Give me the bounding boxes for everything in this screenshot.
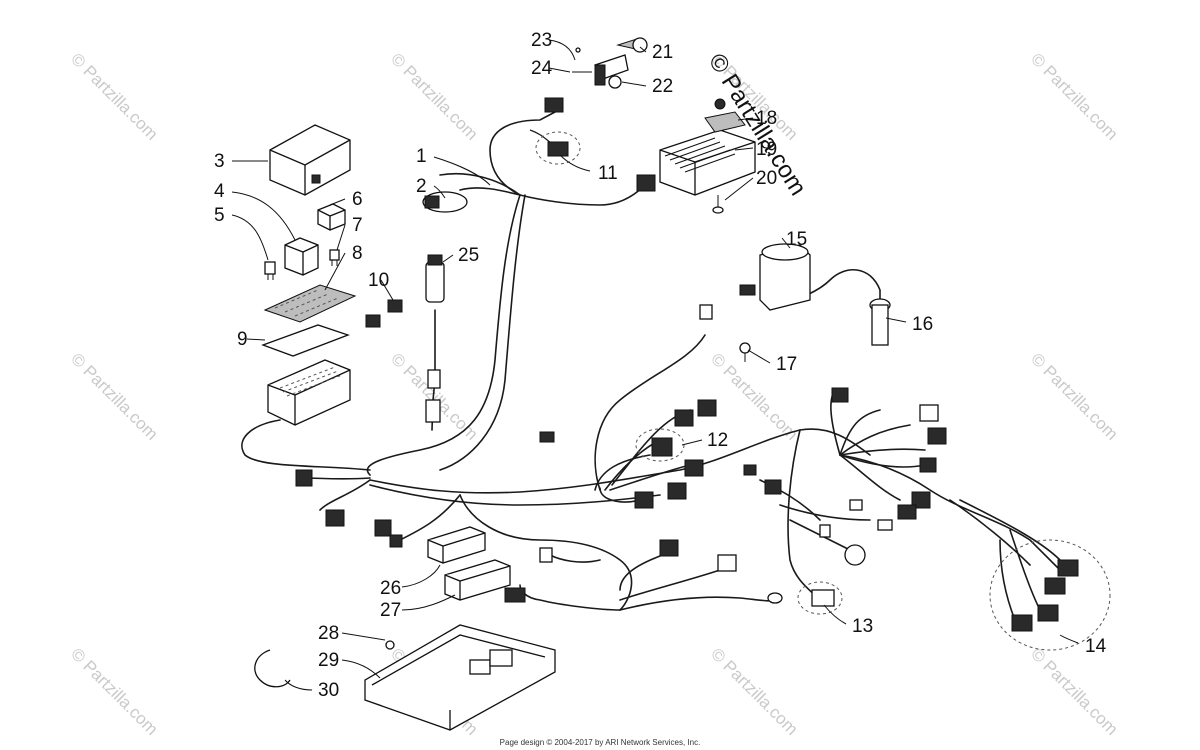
- main-harness: [241, 111, 1061, 621]
- mounting-tray: [364, 624, 556, 731]
- callout-26: 26: [380, 578, 401, 599]
- connector-lower-2: [659, 539, 679, 557]
- callout-19: 19: [756, 139, 777, 160]
- screw-17: [739, 342, 751, 362]
- callout-15: 15: [786, 229, 807, 250]
- voltage-regulator: [659, 98, 756, 214]
- connector-lower-1: [539, 547, 553, 563]
- watermark-text: © Partzilla.com: [1027, 349, 1121, 443]
- connector-upper-mid: [699, 304, 713, 320]
- callout-14: 14: [1085, 636, 1107, 657]
- connector-lower-3: [717, 554, 737, 572]
- callout-2: 2: [416, 176, 427, 197]
- callout-3: 3: [214, 151, 225, 172]
- callout-16: 16: [912, 314, 933, 335]
- callout-10: 10: [368, 270, 389, 291]
- callout-21: 21: [652, 42, 673, 63]
- ignition-coil: [739, 243, 811, 311]
- callout-5: 5: [214, 205, 225, 226]
- watermark-text: © Partzilla.com: [67, 644, 161, 738]
- page-footer: Page design © 2004-2017 by ARI Network S…: [499, 738, 701, 747]
- callout-18: 18: [756, 108, 777, 129]
- connector-14-group: [989, 539, 1111, 651]
- sensor-25: [425, 254, 445, 423]
- fuse-7: [329, 249, 340, 266]
- watermark-text: © Partzilla.com: [67, 49, 161, 143]
- cable-band: [254, 649, 291, 688]
- watermark-layer: © Partzilla.com © Partzilla.com © Partzill…: [67, 49, 1121, 738]
- callout-28: 28: [318, 623, 339, 644]
- callout-20: 20: [756, 168, 777, 189]
- callout-labels: 1234567891011121314151617181920212223242…: [214, 30, 1107, 701]
- harness-sub-2: [422, 191, 468, 213]
- connector-11: [535, 97, 581, 165]
- watermark-text: © Partzilla.com: [707, 644, 801, 738]
- module-26: [427, 526, 486, 564]
- fuse-box-gasket: [261, 324, 350, 357]
- watermark-text: © Partzilla.com: [387, 49, 481, 143]
- callout-12: 12: [707, 430, 728, 451]
- connector-13: [797, 581, 843, 615]
- callout-4: 4: [214, 181, 225, 202]
- fuse-box-cover: [269, 124, 351, 196]
- callout-11: 11: [598, 163, 618, 184]
- connector-top-right: [636, 174, 656, 192]
- callout-22: 22: [652, 76, 673, 97]
- callout-8: 8: [352, 243, 363, 264]
- callout-23: 23: [531, 30, 552, 51]
- bracket-assembly: [572, 37, 648, 89]
- callout-24: 24: [531, 58, 553, 79]
- relay-small: [317, 203, 346, 231]
- callout-27: 27: [380, 600, 401, 621]
- fuse-box-base: [267, 359, 351, 426]
- callout-1: 1: [416, 146, 427, 167]
- leader-lines: [231, 39, 1079, 691]
- module-27: [444, 559, 526, 603]
- callout-7: 7: [352, 215, 363, 236]
- connectors-right: [743, 387, 947, 566]
- spark-plug-cap: [869, 298, 891, 346]
- callout-9: 9: [237, 329, 248, 350]
- connectors-left: [295, 469, 403, 548]
- relay-large: [284, 237, 319, 276]
- fuse-5: [264, 261, 276, 280]
- watermark-text: © Partzilla.com: [67, 349, 161, 443]
- watermark-text: © Partzilla.com: [1027, 49, 1121, 143]
- watermark-text: © Partzilla.com: [1027, 644, 1121, 738]
- callout-29: 29: [318, 650, 339, 671]
- connector-10: [365, 299, 403, 328]
- callout-17: 17: [776, 354, 797, 375]
- components: [254, 37, 1111, 731]
- fuse-label-plate: [263, 284, 357, 323]
- ring-terminal: [767, 592, 783, 604]
- connector-12-group: [539, 399, 717, 509]
- callout-13: 13: [852, 616, 873, 637]
- callout-6: 6: [352, 189, 363, 210]
- callout-30: 30: [318, 680, 339, 701]
- callout-25: 25: [458, 245, 479, 266]
